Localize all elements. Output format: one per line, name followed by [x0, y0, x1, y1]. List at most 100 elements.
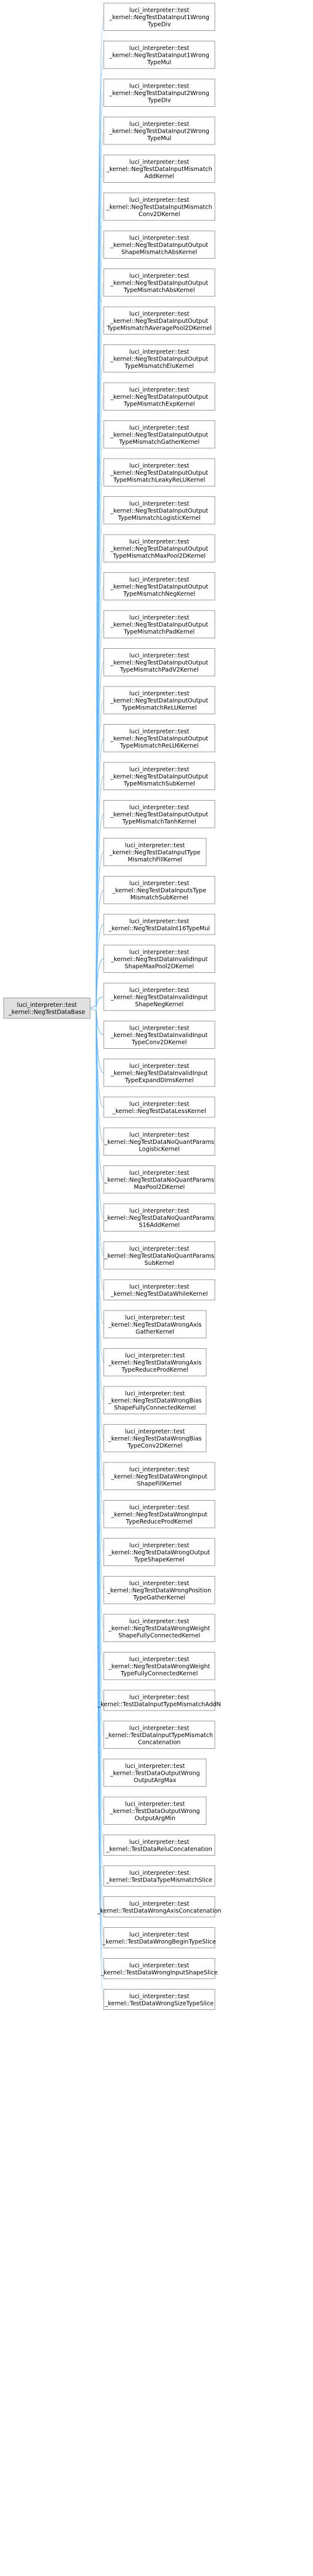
class-node-label-line-0: luci_interpreter::test — [125, 1390, 185, 1397]
class-node[interactable]: luci_interpreter::test_kernel::NegTestDa… — [103, 1059, 215, 1087]
class-node[interactable]: luci_interpreter::test_kernel::TestDataT… — [103, 1865, 215, 1886]
class-node[interactable]: luci_interpreter::test_kernel::NegTestDa… — [103, 876, 215, 904]
class-node[interactable]: luci_interpreter::test_kernel::NegTestDa… — [103, 838, 207, 866]
class-node-label-line-1: _kernel::NegTestDataWrongBias — [107, 1398, 201, 1404]
class-node[interactable]: luci_interpreter::test_kernel::NegTestDa… — [103, 1462, 215, 1490]
class-node[interactable]: luci_interpreter::test_kernel::NegTestDa… — [103, 117, 215, 145]
class-node[interactable]: luci_interpreter::test_kernel::NegTestDa… — [103, 496, 215, 525]
class-node-label-line-2: TypeMismatchAbsKernel — [123, 287, 195, 294]
class-node[interactable]: luci_interpreter::test_kernel::NegTestDa… — [103, 983, 215, 1011]
class-node-label-line-1: _kernel::NegTestDataInputOutput — [110, 546, 209, 552]
class-node[interactable]: luci_interpreter::test_kernel::NegTestDa… — [103, 1424, 207, 1453]
class-node[interactable]: luci_interpreter::test_kernel::TestDataW… — [102, 1927, 216, 1948]
class-node-label-line-2: ShapeMismatchAbsKernel — [122, 249, 198, 256]
class-node[interactable]: luci_interpreter::test_kernel::NegTestDa… — [103, 230, 215, 259]
class-node-label-line-0: luci_interpreter::test — [130, 1618, 190, 1625]
class-node[interactable]: luci_interpreter::test_kernel::NegTestDa… — [103, 648, 215, 677]
class-node-label-line-0: luci_interpreter::test — [130, 1839, 190, 1846]
class-node-label-line-1: _kernel::NegTestDataInputOutput — [110, 507, 209, 514]
class-node[interactable]: luci_interpreter::test_kernel::TestDataW… — [100, 1958, 218, 1979]
class-node[interactable]: luci_interpreter::test_kernel::NegTestDa… — [103, 1165, 215, 1194]
class-node-box — [103, 648, 215, 677]
class-node[interactable]: luci_interpreter::test_kernel::NegTestDa… — [103, 1348, 207, 1377]
class-node-label-line-1: _kernel::NegTestDataInput2Wrong — [109, 128, 209, 135]
class-node-box — [103, 230, 215, 259]
class-node[interactable]: luci_interpreter::test_kernel::NegTestDa… — [103, 344, 215, 373]
class-node[interactable]: luci_interpreter::test_kernel::TestDataR… — [103, 1835, 215, 1856]
class-node-label-line-1: _kernel::NegTestDataInputOutput — [110, 659, 209, 666]
base-class-node[interactable]: luci_interpreter::test_kernel::NegTestDa… — [3, 998, 91, 1019]
class-node[interactable]: luci_interpreter::test_kernel::NegTestDa… — [103, 1279, 215, 1301]
class-node-label-line-2: MismatchSubKernel — [130, 894, 188, 901]
class-node-box — [103, 1989, 215, 2010]
class-node[interactable]: luci_interpreter::test_kernel::TestDataO… — [103, 1759, 207, 1787]
class-node-label-line-0: luci_interpreter::test — [130, 880, 190, 887]
class-node-label-line-0: luci_interpreter::test — [130, 235, 190, 241]
class-node[interactable]: luci_interpreter::test_kernel::NegTestDa… — [103, 1500, 215, 1528]
class-node-label-line-1: _kernel::NegTestDataWrongInput — [111, 1473, 207, 1480]
class-node[interactable]: luci_interpreter::test_kernel::NegTestDa… — [103, 2, 215, 31]
class-node[interactable]: luci_interpreter::test_kernel::NegTestDa… — [103, 1614, 215, 1642]
class-node-label-line-2: TypeShapeKernel — [133, 1556, 184, 1563]
class-node-label-line-2: SubKernel — [144, 1260, 174, 1267]
class-node[interactable]: luci_interpreter::test_kernel::NegTestDa… — [103, 154, 215, 183]
class-node-box — [103, 1020, 215, 1049]
class-node[interactable]: luci_interpreter::test_kernel::NegTestDa… — [103, 1576, 215, 1604]
class-node-box — [103, 1348, 207, 1377]
class-node[interactable]: luci_interpreter::test_kernel::TestDataW… — [96, 1896, 222, 1917]
class-node-box — [103, 1203, 215, 1232]
class-node[interactable]: luci_interpreter::test_kernel::NegTestDa… — [103, 78, 215, 107]
class-node[interactable]: luci_interpreter::test_kernel::NegTestDa… — [103, 1652, 215, 1680]
class-node-box — [103, 344, 215, 373]
class-node[interactable]: luci_interpreter::test_kernel::NegTestDa… — [103, 1241, 215, 1270]
class-node-box — [103, 41, 215, 69]
class-node[interactable]: luci_interpreter::test_kernel::NegTestDa… — [103, 762, 215, 790]
class-node-box — [103, 306, 215, 335]
class-node[interactable]: luci_interpreter::test_kernel::NegTestDa… — [103, 1386, 207, 1414]
class-node[interactable]: luci_interpreter::test_kernel::NegTestDa… — [103, 1127, 215, 1156]
class-node[interactable]: luci_interpreter::test_kernel::NegTestDa… — [103, 1203, 215, 1232]
class-node[interactable]: luci_interpreter::test_kernel::NegTestDa… — [103, 610, 215, 638]
inheritance-edge — [95, 1007, 104, 2000]
class-node-label-line-0: luci_interpreter::test — [125, 1763, 185, 1770]
class-node[interactable]: luci_interpreter::test_kernel::NegTestDa… — [103, 686, 215, 714]
class-node[interactable]: luci_interpreter::test_kernel::NegTestDa… — [103, 420, 215, 449]
class-node-label-line-0: luci_interpreter::test — [130, 1132, 190, 1138]
class-node-box — [103, 1500, 215, 1528]
class-node[interactable]: luci_interpreter::test_kernel::NegTestDa… — [103, 1310, 207, 1338]
class-node-label-line-1: _kernel::TestDataOutputWrong — [109, 1808, 199, 1815]
class-node-label-line-2: AddKernel — [144, 173, 174, 180]
class-node-label-line-2: ShapeMaxPool2DKernel — [125, 963, 194, 970]
class-node[interactable]: luci_interpreter::test_kernel::NegTestDa… — [103, 193, 215, 221]
class-node-label-line-1: _kernel::NegTestDataInvalidInput — [111, 1070, 208, 1077]
class-node[interactable]: luci_interpreter::test_kernel::NegTestDa… — [103, 1020, 215, 1049]
class-node[interactable]: luci_interpreter::test_kernel::NegTestDa… — [103, 41, 215, 69]
class-node[interactable]: luci_interpreter::test_kernel::NegTestDa… — [103, 914, 215, 935]
class-node[interactable]: luci_interpreter::test_kernel::NegTestDa… — [103, 724, 215, 752]
class-node[interactable]: luci_interpreter::test_kernel::TestDataI… — [97, 1690, 221, 1711]
class-node-label-line-0: luci_interpreter::test — [130, 83, 190, 90]
class-node[interactable]: luci_interpreter::test_kernel::NegTestDa… — [103, 944, 215, 973]
class-node[interactable]: luci_interpreter::test_kernel::NegTestDa… — [103, 269, 215, 297]
class-node-label-line-0: luci_interpreter::test — [130, 949, 190, 956]
class-node-label-line-2: OutputArgMax — [134, 1777, 177, 1784]
class-node[interactable]: luci_interpreter::test_kernel::TestDataO… — [103, 1796, 207, 1825]
class-node[interactable]: luci_interpreter::test_kernel::NegTestDa… — [103, 382, 215, 411]
class-node-box — [103, 1059, 215, 1087]
class-node-box — [103, 1386, 207, 1414]
class-node[interactable]: luci_interpreter::test_kernel::NegTestDa… — [103, 534, 215, 562]
class-node[interactable]: luci_interpreter::test_kernel::NegTestDa… — [103, 800, 215, 828]
class-node[interactable]: luci_interpreter::test_kernel::TestDataW… — [103, 1989, 215, 2010]
class-node[interactable]: luci_interpreter::test_kernel::NegTestDa… — [103, 1096, 215, 1118]
class-node-box — [103, 1424, 207, 1453]
class-node-box — [103, 572, 215, 601]
class-node[interactable]: luci_interpreter::test_kernel::NegTestDa… — [103, 458, 215, 486]
class-node-label-line-0: luci_interpreter::test — [130, 538, 190, 545]
class-node-label-line-0: luci_interpreter::test — [130, 1993, 190, 2000]
class-node-label-line-0: luci_interpreter::test — [130, 652, 190, 659]
class-node[interactable]: luci_interpreter::test_kernel::NegTestDa… — [103, 306, 215, 335]
class-node[interactable]: luci_interpreter::test_kernel::TestDataI… — [103, 1720, 215, 1749]
class-node[interactable]: luci_interpreter::test_kernel::NegTestDa… — [103, 1538, 215, 1566]
class-node[interactable]: luci_interpreter::test_kernel::NegTestDa… — [103, 572, 215, 601]
